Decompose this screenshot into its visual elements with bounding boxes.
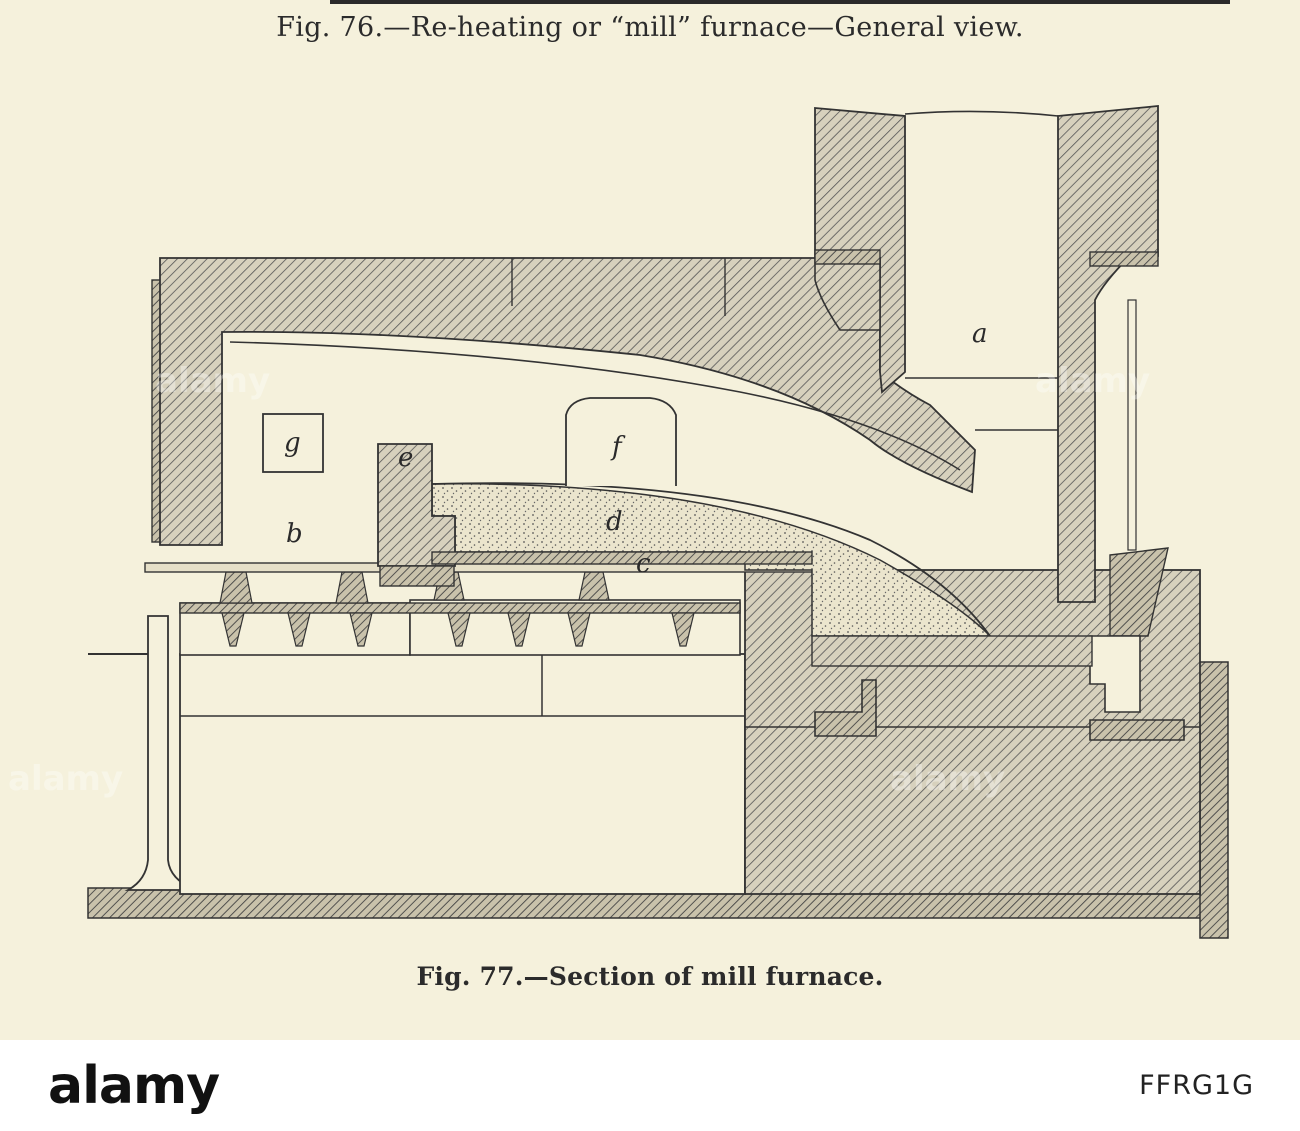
grate-tooth-6 <box>567 612 591 647</box>
roof-arch <box>159 257 976 546</box>
watermark-4: alamy <box>8 759 123 799</box>
label-a: a <box>972 319 988 349</box>
stack-flue-right-edge <box>1127 299 1137 551</box>
stack-right-plate <box>1089 251 1159 267</box>
grate-bar-top <box>179 602 741 614</box>
stack-door <box>1109 547 1169 637</box>
caption-fig-76: Fig. 76.—Re-heating or “mill” furnace—Ge… <box>276 12 1024 43</box>
stack-left-plate <box>814 249 881 265</box>
bar-support-4 <box>578 571 610 601</box>
working-door-f <box>565 397 677 486</box>
grate-tooth-3 <box>349 612 373 647</box>
stack-flue-top-line <box>904 110 1059 117</box>
grate-tooth-2 <box>287 612 311 647</box>
l-plate-1 <box>814 679 877 737</box>
grate-tooth-7 <box>671 612 695 647</box>
grate-tooth-5 <box>507 612 531 647</box>
scanned-page: Fig. 76.—Re-heating or “mill” furnace—Ge… <box>0 0 1300 1040</box>
stack-right-wall <box>1057 105 1159 603</box>
hearth-plate <box>431 551 813 565</box>
caption-fig-77: Fig. 77.—Section of mill furnace. <box>416 962 884 991</box>
stack-step <box>1089 635 1141 713</box>
lower-brickwork <box>179 653 746 895</box>
bar-support-2 <box>335 571 369 604</box>
label-e: e <box>398 443 413 473</box>
fire-bridge <box>377 443 456 567</box>
firing-hole-g <box>262 413 324 473</box>
top-rule <box>330 0 1230 4</box>
watermark-3: alamy <box>890 759 1005 799</box>
grate-tooth-4 <box>447 612 471 647</box>
grate-tooth-1 <box>221 612 245 647</box>
furnace-section-diagram: a b c d e f g alamy alamy alamy alamy <box>8 105 1229 939</box>
image-id: FFRG1G <box>1139 1070 1254 1101</box>
label-g: g <box>284 428 301 458</box>
label-b: b <box>286 519 303 549</box>
watermark-1: alamy <box>155 361 270 401</box>
arch-inner-curve <box>229 341 961 471</box>
bridge-foot <box>379 565 455 587</box>
base-foot-right <box>811 635 1093 667</box>
label-d: d <box>606 507 623 537</box>
stock-logo: alamy <box>48 1056 220 1116</box>
l-plate-2 <box>1089 719 1185 741</box>
stack-left-lower <box>814 257 881 331</box>
bar-support-1 <box>219 571 253 604</box>
stock-footer-bar: alamy FFRG1G <box>0 1040 1300 1131</box>
label-c: c <box>636 549 651 579</box>
watermark-2: alamy <box>1035 361 1150 401</box>
